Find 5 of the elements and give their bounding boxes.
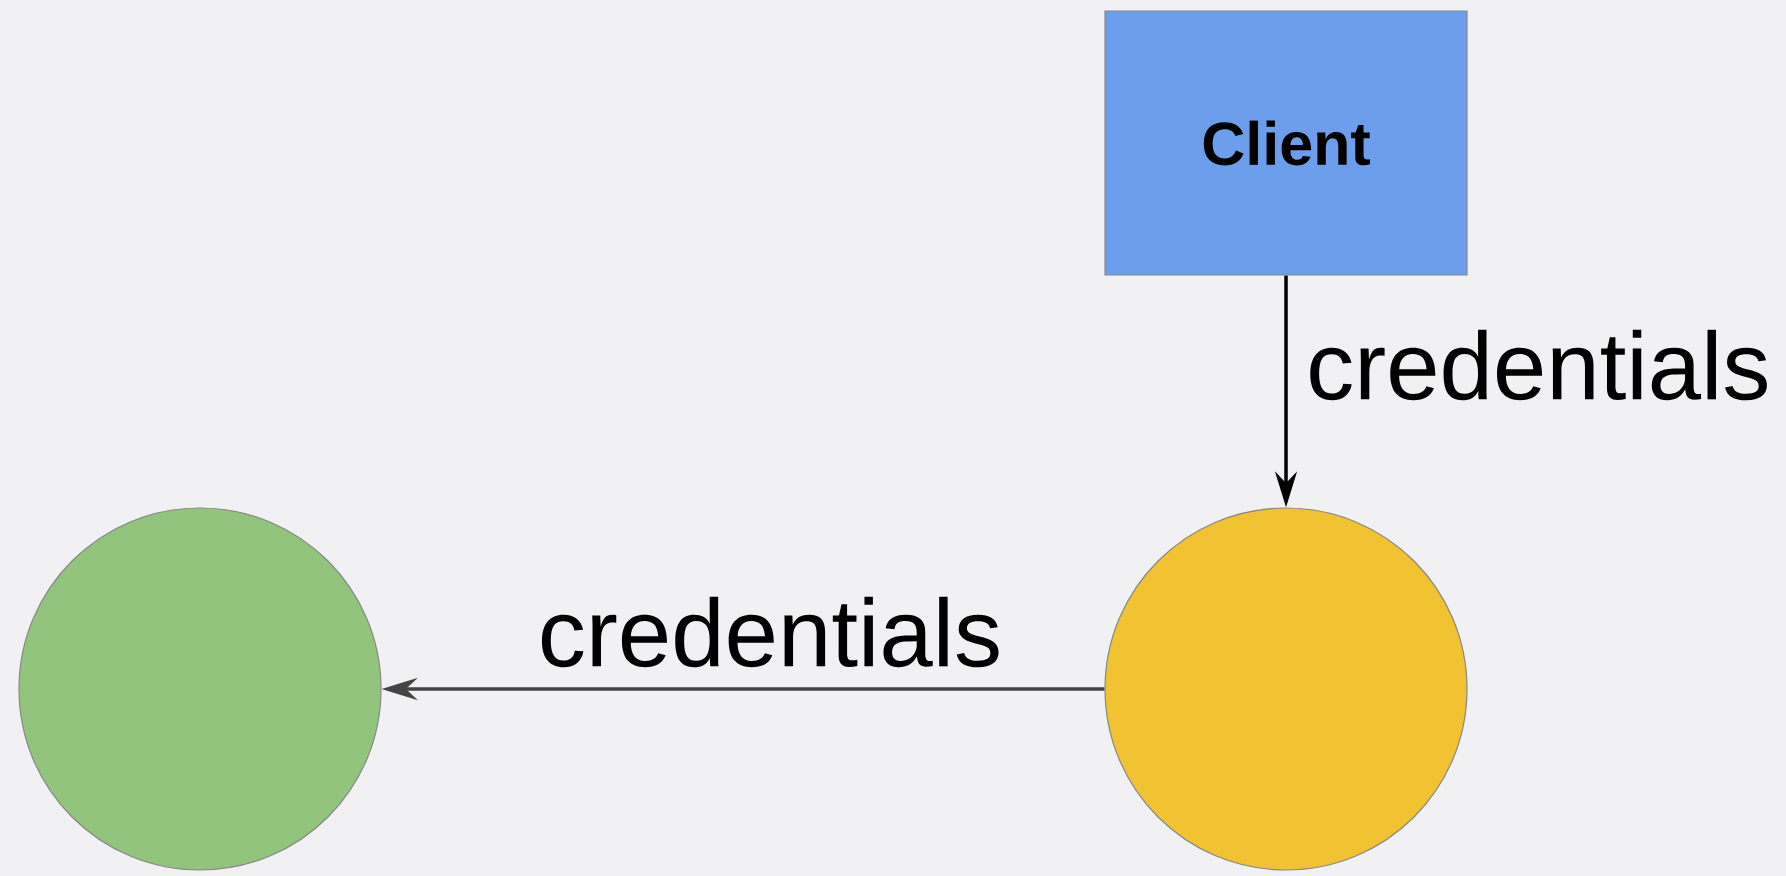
process-box: Client (1104, 10, 1468, 276)
circle-shape (18, 507, 382, 871)
edge-label: credentials (535, 594, 1005, 670)
circle-shape (1104, 507, 1468, 871)
edge-label: credentials (1304, 327, 1773, 403)
